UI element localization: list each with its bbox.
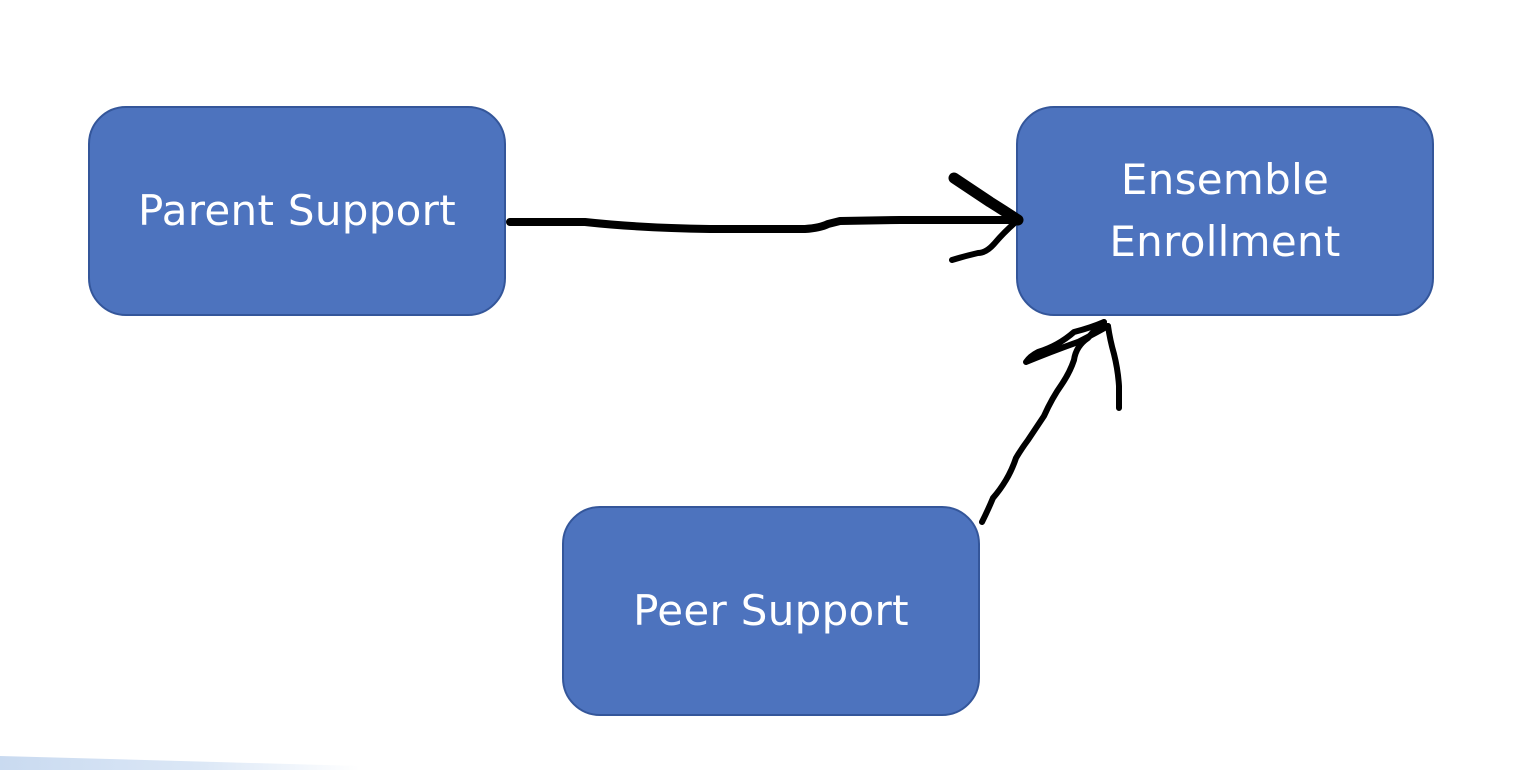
arrow-peer-to-ensemble-head-right bbox=[1105, 323, 1122, 411]
node-peer-support[interactable]: Peer Support bbox=[562, 506, 980, 716]
node-parent-support[interactable]: Parent Support bbox=[88, 106, 506, 316]
corner-accent-decoration bbox=[0, 756, 360, 770]
arrow-parent-to-ensemble-head-upper bbox=[948, 172, 1024, 226]
arrow-parent-to-ensemble-head-lower bbox=[949, 217, 1021, 263]
arrow-parent-to-ensemble-shaft bbox=[506, 216, 1022, 233]
arrow-peer-to-ensemble-shaft bbox=[979, 319, 1107, 525]
node-label-peer-support: Peer Support bbox=[633, 586, 909, 635]
arrow-peer-to-ensemble-head-left bbox=[1023, 319, 1111, 365]
node-ensemble-enrollment[interactable]: Ensemble Enrollment bbox=[1016, 106, 1434, 316]
node-label-parent-support: Parent Support bbox=[137, 186, 457, 235]
node-label-ensemble-enrollment: Ensemble Enrollment bbox=[1109, 155, 1341, 266]
